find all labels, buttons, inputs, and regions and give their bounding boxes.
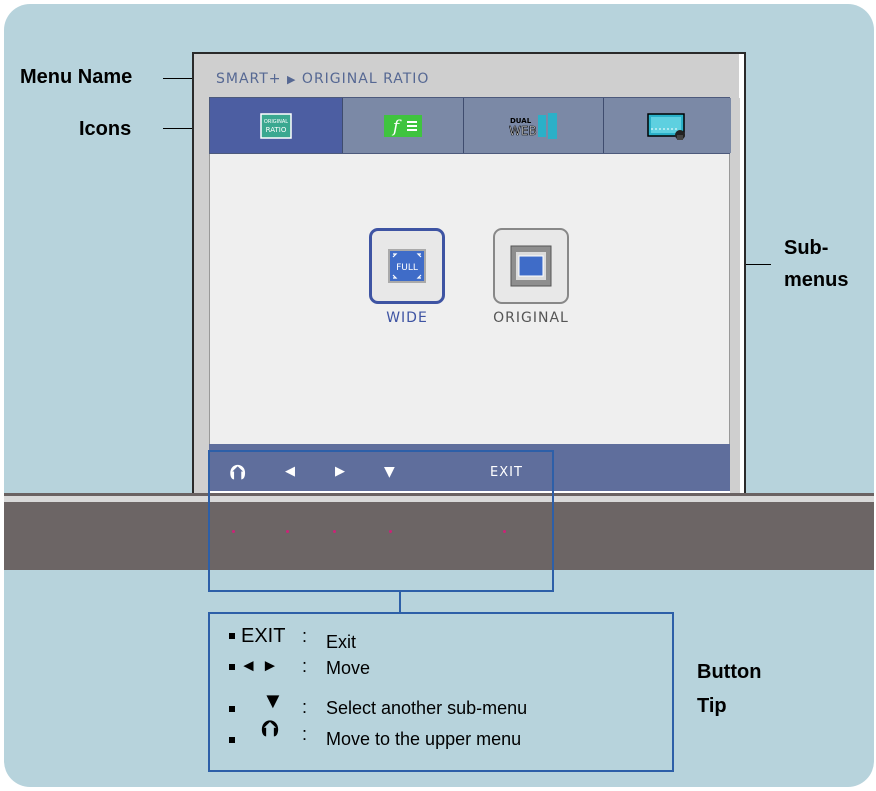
tip-desc-upper-menu: Move to the upper menu (326, 729, 522, 749)
tip-key-exit: EXIT (241, 625, 286, 647)
exit-button[interactable]: EXIT (490, 465, 523, 480)
svg-text:FULL: FULL (396, 263, 418, 273)
original-ratio-icon: ORIGINAL RATIO (260, 112, 292, 139)
osd-menu-name: SMART+ ▶ ORIGINAL RATIO (216, 71, 429, 87)
wide-option-label: WIDE (386, 310, 428, 326)
tip-key-move: ◄ ► (240, 656, 279, 675)
led-indicator (232, 530, 235, 533)
osd-title-suffix: ORIGINAL RATIO (301, 71, 430, 87)
bullet-icon (229, 737, 235, 743)
wide-option-button[interactable]: FULL (369, 228, 445, 304)
menu-name-callout: Menu Name (20, 66, 133, 88)
tip-desc-select: Select another sub-menu (326, 698, 528, 718)
svg-text:WEB: WEB (509, 124, 537, 138)
original-ratio-option-icon (510, 245, 552, 287)
svg-text:RATIO: RATIO (266, 126, 287, 134)
tip-separator: : (302, 656, 308, 676)
svg-text:ORIGINAL: ORIGINAL (264, 119, 288, 125)
bullet-icon (229, 706, 235, 712)
breadcrumb-arrow-icon: ▶ (287, 73, 297, 86)
bullet-icon (229, 633, 235, 639)
tip-desc-exit: Exit (326, 632, 357, 652)
icons-callout: Icons (79, 118, 132, 140)
tip-separator: : (302, 724, 308, 744)
tab-original-ratio[interactable]: ORIGINAL RATIO (210, 98, 343, 153)
led-indicator (286, 530, 289, 533)
dual-web-icon: DUAL WEB (508, 112, 557, 139)
osd-icon-tabs: ORIGINAL RATIO f DUAL WEB (209, 97, 731, 154)
osd-header-bar (194, 54, 739, 98)
original-option-button[interactable] (493, 228, 569, 304)
button-tip-box (208, 612, 674, 772)
tip-key-upper-menu: ⮉ (262, 716, 279, 741)
monitor-bezel (4, 502, 874, 570)
button-tip-callout-line1: Button (697, 661, 762, 683)
picture-in-picture-icon (646, 112, 685, 140)
down-arrow-icon[interactable]: ▼ (384, 464, 395, 480)
osd-left-frame (194, 98, 209, 493)
tab-picture-in-picture[interactable] (604, 98, 731, 153)
osd-title-prefix: SMART+ (216, 71, 282, 87)
button-tip-callout-line2: Tip (697, 695, 727, 717)
menu-name-leader-line (163, 78, 193, 79)
led-indicator (503, 530, 506, 533)
osd-submenu-area (209, 154, 730, 444)
led-indicator (389, 530, 392, 533)
osd-right-frame (730, 98, 740, 493)
left-arrow-icon[interactable]: ◀ (285, 464, 295, 479)
bullet-icon (229, 664, 235, 670)
led-indicator (333, 530, 336, 533)
button-highlight-box (208, 450, 554, 592)
tip-separator: : (302, 626, 308, 646)
tab-f-engine[interactable]: f (343, 98, 464, 153)
button-tip-connector (399, 592, 401, 612)
svg-text:DUAL: DUAL (510, 117, 532, 125)
right-arrow-icon[interactable]: ▶ (335, 464, 345, 479)
monitor-bezel-highlight (4, 496, 874, 502)
svg-text:f: f (391, 117, 402, 137)
monitor-bezel-edge (4, 493, 874, 496)
full-screen-icon: FULL (388, 249, 426, 283)
f-engine-icon: f (384, 114, 422, 137)
icons-leader-line (163, 128, 193, 129)
sub-menus-callout-line2: menus (784, 269, 849, 291)
tip-desc-move: Move (326, 658, 371, 678)
tip-key-select: ▼ (262, 688, 284, 713)
sub-menus-callout-line1: Sub- (784, 237, 829, 259)
tab-dual-web[interactable]: DUAL WEB (464, 98, 604, 153)
original-option-label: ORIGINAL (493, 310, 569, 326)
tip-separator: : (302, 697, 308, 717)
upper-menu-icon[interactable]: ⮉ (230, 460, 246, 484)
sub-menus-leader-line (746, 264, 771, 265)
